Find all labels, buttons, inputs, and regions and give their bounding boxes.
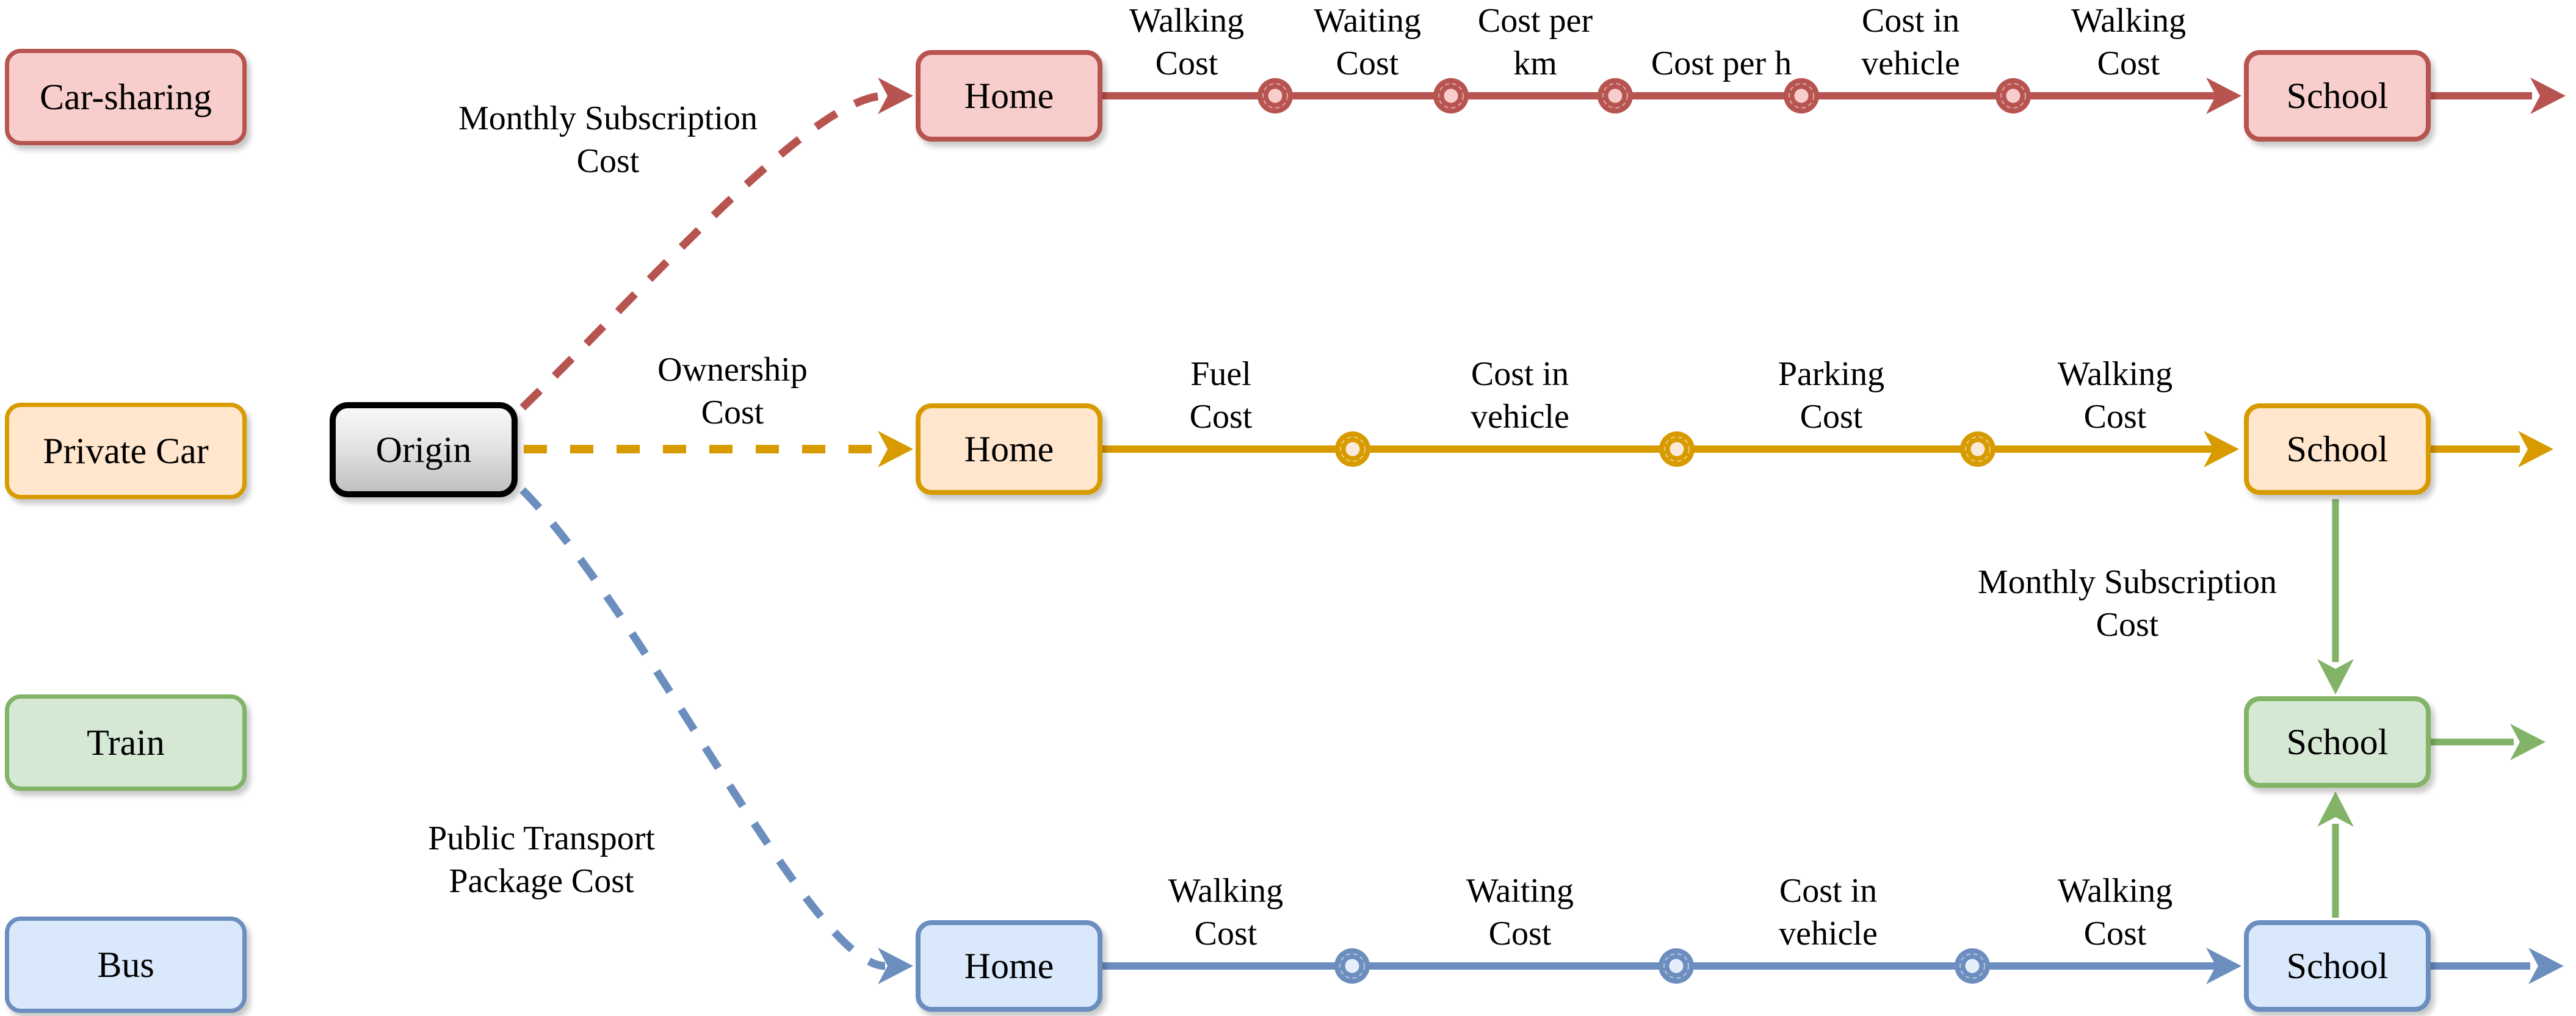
arrowhead-up-into-school-train bbox=[2317, 791, 2354, 827]
school-node-privatecar: School bbox=[2244, 403, 2431, 495]
segment-label-carsharing-cost-in-vehicle: Cost in vehicle bbox=[1861, 1, 1960, 83]
home-node-bus: Home bbox=[916, 920, 1102, 1012]
waypoint-privatecar-2 bbox=[1659, 431, 1695, 467]
home-node-label: Home bbox=[964, 946, 1054, 986]
school-node-label: School bbox=[2286, 429, 2389, 469]
waypoint-privatecar-3 bbox=[1960, 431, 1995, 467]
school-node-label: School bbox=[2286, 722, 2389, 762]
segment-label-carsharing-cost-per-h: Cost per h bbox=[1651, 45, 1792, 83]
school-node-bus: School bbox=[2244, 920, 2431, 1012]
segment-label-bus-walking-cost-1: Walking Cost bbox=[1168, 871, 1284, 953]
arrowhead-into-school-bus bbox=[2206, 948, 2241, 984]
home-node-carsharing: Home bbox=[916, 50, 1102, 142]
arrowhead-exit-privatecar bbox=[2518, 431, 2553, 467]
school-node-carsharing: School bbox=[2244, 50, 2431, 142]
legend-item-bus: Bus bbox=[5, 917, 247, 1013]
waypoint-carsharing-1 bbox=[1257, 78, 1293, 113]
waypoint-carsharing-2 bbox=[1433, 78, 1469, 113]
legend-label-bus: Bus bbox=[97, 945, 154, 985]
legend-item-private-car: Private Car bbox=[5, 403, 247, 499]
legend-label-private-car: Private Car bbox=[43, 431, 209, 471]
legend-item-car-sharing: Car-sharing bbox=[5, 49, 247, 145]
segment-label-privatecar-fuel-cost: Fuel Cost bbox=[1189, 355, 1253, 436]
home-node-label: Home bbox=[964, 429, 1054, 469]
arrowhead-exit-bus bbox=[2528, 948, 2564, 984]
school-node-train: School bbox=[2244, 696, 2431, 788]
origin-node-label: Origin bbox=[375, 430, 472, 470]
legend-label-car-sharing: Car-sharing bbox=[39, 77, 212, 117]
waypoint-bus-3 bbox=[1955, 948, 1990, 984]
arrowhead-exit-train bbox=[2510, 724, 2545, 760]
edge-label-monthly-subscription-cost-carsharing: Monthly Subscription Cost bbox=[458, 99, 758, 181]
segment-label-privatecar-parking-cost: Parking Cost bbox=[1778, 355, 1885, 436]
arrowhead-into-school-privatecar bbox=[2204, 431, 2239, 467]
segment-label-privatecar-cost-in-vehicle: Cost in vehicle bbox=[1471, 355, 1569, 436]
legend-item-train: Train bbox=[5, 694, 247, 791]
arrowhead-into-home-privatecar bbox=[878, 431, 913, 467]
arrowhead-into-home-carsharing bbox=[878, 77, 913, 114]
segment-label-carsharing-cost-per-km: Cost per km bbox=[1477, 1, 1593, 83]
origin-node: Origin bbox=[330, 402, 518, 497]
home-node-privatecar: Home bbox=[916, 403, 1102, 495]
legend-label-train: Train bbox=[87, 722, 165, 763]
edge-label-public-transport-package-cost: Public Transport Package Cost bbox=[428, 819, 655, 901]
segment-label-carsharing-walking-cost-2: Walking Cost bbox=[2071, 1, 2187, 83]
arrowhead-into-home-bus bbox=[878, 948, 913, 984]
segment-label-carsharing-waiting-cost: Waiting Cost bbox=[1314, 1, 1421, 83]
waypoint-carsharing-5 bbox=[1995, 78, 2031, 113]
waypoint-bus-2 bbox=[1659, 948, 1694, 984]
waypoint-carsharing-4 bbox=[1784, 78, 1819, 113]
segment-label-privatecar-walking-cost: Walking Cost bbox=[2057, 355, 2173, 436]
edge-origin-home-carsharing bbox=[519, 92, 886, 411]
waypoint-carsharing-3 bbox=[1597, 78, 1633, 113]
edge-origin-home-bus bbox=[519, 487, 886, 970]
edge-label-monthly-subscription-cost-train: Monthly Subscription Cost bbox=[1977, 563, 2278, 644]
edge-label-ownership-cost: Ownership Cost bbox=[657, 350, 808, 432]
waypoint-privatecar-1 bbox=[1335, 431, 1370, 467]
arrowhead-down-into-school-train bbox=[2317, 659, 2354, 694]
arrowhead-exit-carsharing bbox=[2530, 77, 2566, 114]
home-node-label: Home bbox=[964, 76, 1054, 116]
segment-label-bus-cost-in-vehicle: Cost in vehicle bbox=[1779, 871, 1878, 953]
waypoint-bus-1 bbox=[1334, 948, 1370, 984]
segment-label-carsharing-walking-cost-1: Walking Cost bbox=[1129, 1, 1245, 83]
segment-label-bus-waiting-cost: Waiting Cost bbox=[1466, 871, 1574, 953]
school-node-label: School bbox=[2286, 946, 2389, 986]
arrowhead-into-school-carsharing bbox=[2206, 77, 2241, 114]
segment-label-bus-walking-cost-2: Walking Cost bbox=[2057, 871, 2173, 953]
school-node-label: School bbox=[2286, 76, 2389, 116]
